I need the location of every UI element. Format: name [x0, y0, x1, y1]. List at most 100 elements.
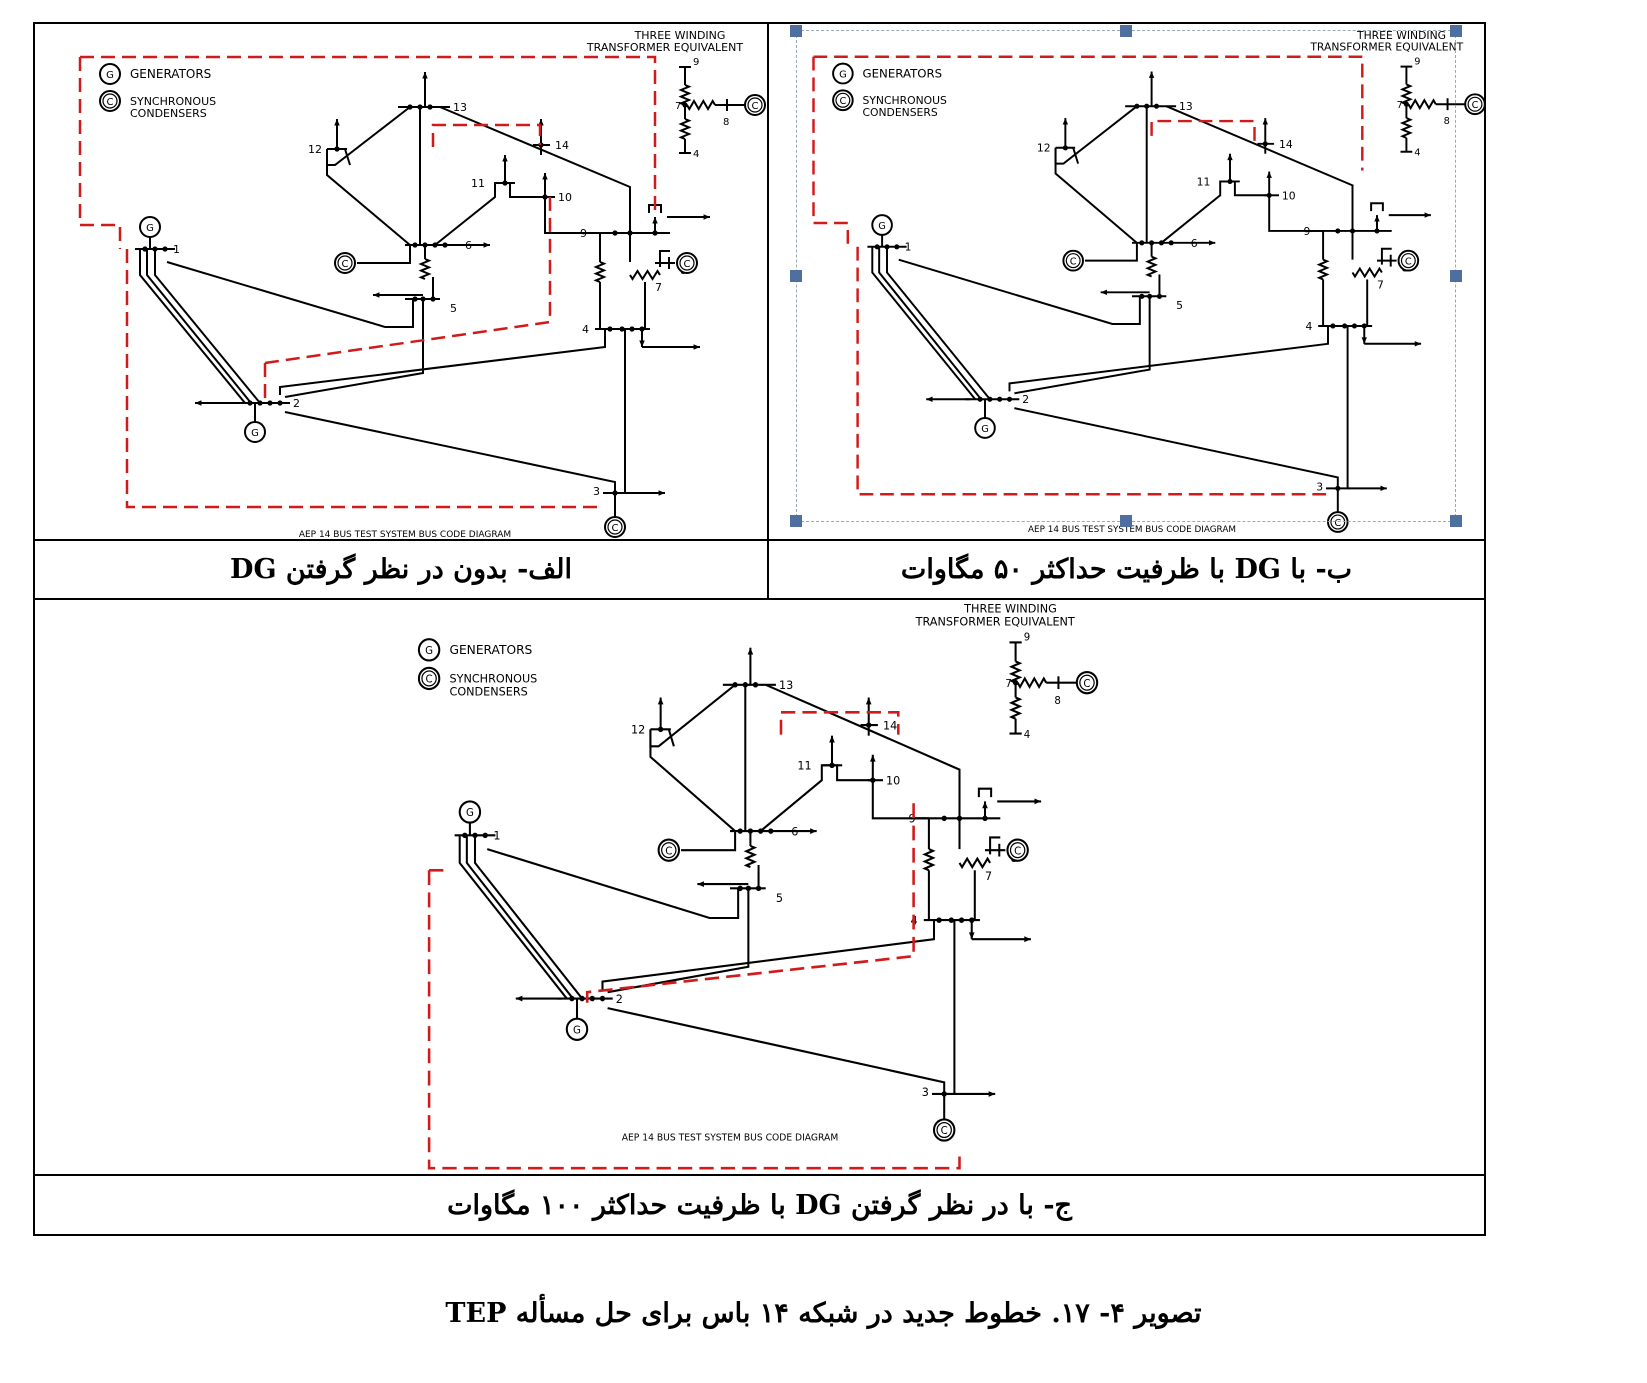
diagram-text: SYNCHRONOUS [863, 94, 947, 107]
diagram-text: 7 [1397, 100, 1403, 111]
diagram-text: 5 [776, 891, 783, 905]
condenser-legend-icon: C [832, 89, 854, 112]
diagram-text: G [146, 223, 154, 234]
condenser-icon: C [744, 94, 766, 116]
diagram-text: 10 [558, 191, 572, 204]
generator-icon: G [458, 800, 482, 824]
condenser-icon: C [832, 89, 854, 112]
row-divider-1 [33, 539, 1486, 541]
resize-handle-middle-left[interactable] [790, 270, 802, 282]
diagram-text: 4 [582, 323, 589, 336]
condenser-icon: C [1006, 838, 1029, 862]
diagram-text: CONDENSERS [450, 684, 528, 698]
resize-handle-top-right[interactable] [1450, 25, 1462, 37]
diagram-text: GENERATORS [450, 642, 533, 657]
diagram-text: 1 [905, 241, 912, 254]
resize-handle-bottom-left[interactable] [790, 515, 802, 527]
diagram-text: G [425, 645, 433, 657]
diagram-text: 7 [985, 869, 992, 883]
condenser-icon: C [932, 1118, 956, 1142]
diagram-text: G [251, 428, 259, 439]
diagram-text: C [1014, 845, 1021, 857]
diagram-text: 9 [693, 57, 699, 68]
resize-handle-top-left[interactable] [790, 25, 802, 37]
diagram-text: C [426, 674, 433, 686]
diagram-text: 10 [886, 773, 900, 787]
condenser-icon: C [334, 252, 356, 274]
row-divider-3 [33, 1174, 1486, 1176]
generator-icon: G [99, 63, 121, 85]
resize-handle-bottom-center[interactable] [1120, 515, 1132, 527]
diagram-text: 1 [173, 243, 180, 256]
figure-caption: تصویر ۴- ۱۷. خطوط جدید در شبکه ۱۴ باس بر… [445, 1298, 1202, 1329]
diagram-text: CONDENSERS [863, 106, 938, 119]
diagram-text: 11 [1197, 175, 1211, 188]
image-selection-frame[interactable] [796, 30, 1456, 522]
condenser-icon: C [604, 516, 626, 538]
generator-icon: G [139, 216, 161, 238]
generator-icon: G [417, 638, 441, 662]
diagram-text: AEP 14 BUS TEST SYSTEM BUS CODE DIAGRAM [299, 530, 511, 539]
diagram-text: 7 [1005, 678, 1011, 690]
diagram-text: C [941, 1125, 948, 1137]
panel-a-caption: الف- بدون در نظر گرفتن DG [230, 554, 572, 585]
diagram-text: 13 [453, 101, 467, 114]
generator-icon: G [871, 214, 893, 236]
diagram-text: CONDENSERS [130, 107, 207, 120]
diagram-text: 5 [450, 302, 457, 315]
diagram-text: AEP 14 BUS TEST SYSTEM BUS CODE DIAGRAM [1028, 525, 1236, 535]
condenser-icon: C [1397, 249, 1420, 272]
diagram-text: G [106, 70, 114, 81]
diagram-text: 12 [631, 722, 645, 736]
condenser-icon: C [99, 90, 121, 112]
condenser-icon: C [657, 838, 681, 862]
diagram-text: 12 [1037, 142, 1051, 155]
diagram-text: 11 [471, 177, 485, 190]
diagram-text: 14 [1279, 138, 1293, 151]
condenser-legend-icon: C [417, 666, 441, 691]
condenser-icon: C [1327, 511, 1349, 533]
condenser-legend-icon: C [99, 90, 121, 112]
diagram-text: 11 [797, 758, 811, 772]
diagram-text: 8 [1054, 695, 1060, 707]
diagram-text: 2 [293, 397, 300, 410]
diagram-text: 4 [1305, 320, 1312, 333]
diagram-text: 3 [593, 485, 600, 498]
diagram-text: C [752, 101, 759, 112]
diagram-text: 2 [1022, 393, 1029, 406]
diagram-text: SYNCHRONOUS [450, 671, 538, 685]
resize-handle-bottom-right[interactable] [1450, 515, 1462, 527]
condenser-icon: C [1075, 671, 1099, 695]
panel-c-caption: ج- با در نظر گرفتن DG با ظرفیت حداکثر ۱۰… [447, 1189, 1072, 1221]
diagram-text: 4 [693, 149, 699, 160]
diagram-text: 7 [675, 101, 681, 112]
diagram-text: 13 [779, 678, 793, 692]
diagram-text: TRANSFORMER EQUIVALENT [1309, 41, 1463, 54]
condenser-icon: C [1062, 249, 1084, 272]
diagram-text: THREE WINDING [1356, 29, 1446, 42]
diagram-text: C [1405, 257, 1412, 268]
condenser-icon: C [676, 252, 698, 274]
diagram-text: 7 [655, 281, 662, 294]
diagram-text: AEP 14 BUS TEST SYSTEM BUS CODE DIAGRAM [622, 1132, 839, 1143]
diagram-text: 5 [1176, 299, 1183, 312]
diagram-text: 14 [883, 718, 897, 732]
diagram-text: 2 [616, 992, 623, 1006]
row-divider-2 [33, 598, 1486, 600]
diagram-text: G [466, 807, 474, 819]
diagram-text: 9 [1024, 631, 1030, 643]
figure-table [33, 22, 1486, 1236]
diagram-text: TRANSFORMER EQUIVALENT [586, 41, 743, 54]
panel-b-caption: ب- با DG با ظرفیت حداکثر ۵۰ مگاوات [900, 554, 1353, 585]
resize-handle-top-center[interactable] [1120, 25, 1132, 37]
diagram-text: TRANSFORMER EQUIVALENT [915, 614, 1076, 628]
resize-handle-middle-right[interactable] [1450, 270, 1462, 282]
diagram-text: 4 [1414, 148, 1420, 159]
condenser-icon: C [1464, 93, 1484, 116]
diagram-text: 8 [1444, 116, 1450, 127]
